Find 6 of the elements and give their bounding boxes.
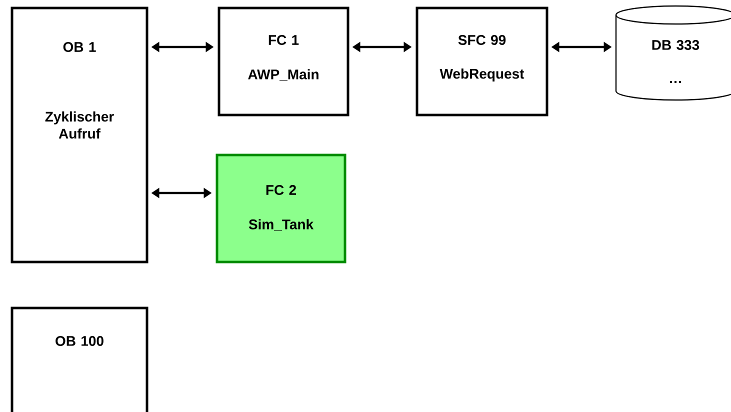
block-box: FC 2 Sim_Tank bbox=[216, 154, 346, 264]
database-cylinder: DB 333 … bbox=[615, 5, 731, 101]
block-box: FC 1 AWP_Main bbox=[218, 6, 350, 116]
block-box: SFC 99 WebRequest bbox=[416, 6, 548, 116]
block-box: OB 1 Zyklischer Aufruf bbox=[10, 6, 148, 264]
block-box: OB 100 bbox=[10, 306, 148, 412]
